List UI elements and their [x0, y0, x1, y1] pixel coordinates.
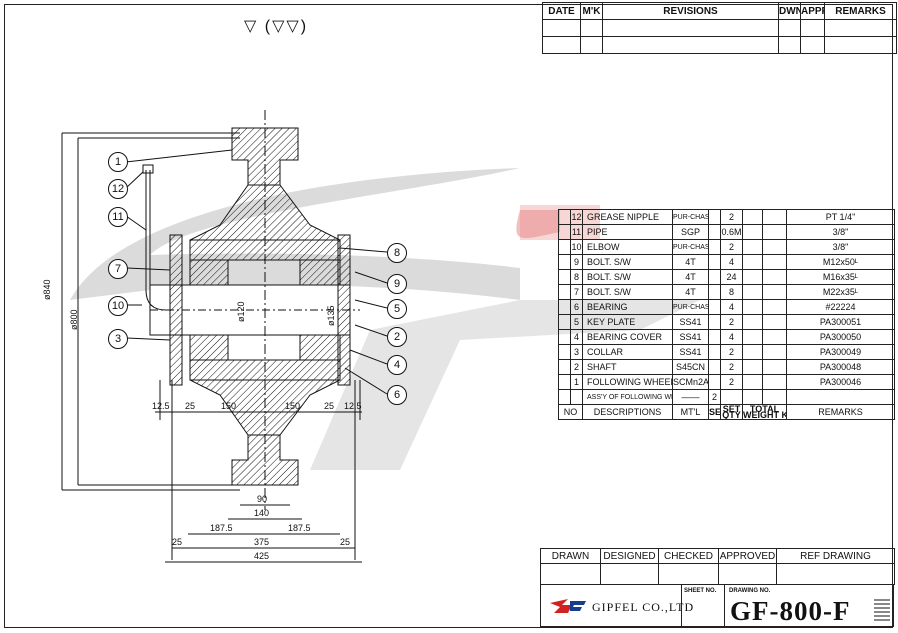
- dim-phi840: ø840: [42, 279, 52, 300]
- company-logo-icon: [550, 599, 586, 613]
- sheet-no-box: [681, 585, 725, 627]
- company-name: GIPFEL CO.,LTD: [592, 600, 695, 614]
- dim-187-5-left: 187.5: [210, 523, 233, 533]
- dim-375: 375: [254, 537, 270, 547]
- dim-phi120: ø120: [236, 301, 246, 322]
- revisions-table: DATE M'K REVISIONS DWN APPR REMARKS: [542, 2, 897, 54]
- dim-150-right: 150: [285, 401, 301, 411]
- callout-1: 1: [108, 152, 128, 172]
- dim-25-right: 25: [324, 401, 335, 411]
- bom-assy-row: ASS'Y OF FOLLOWING WHEEL ——2: [558, 389, 895, 405]
- callout-9: 9: [387, 274, 407, 294]
- dim-140: 140: [254, 508, 270, 518]
- callout-8: 8: [387, 243, 407, 263]
- drawing-number: GF-800-F: [730, 596, 851, 626]
- callout-5: 5: [387, 299, 407, 319]
- revisions-row: [542, 19, 897, 37]
- sheet-no-label: SHEET NO.: [684, 588, 717, 594]
- drawing-no-label: DRAWING NO.: [729, 588, 771, 594]
- dim-25-bottom-right: 25: [340, 537, 351, 547]
- dim-150-left: 150: [221, 401, 237, 411]
- dim-phi800: ø800: [69, 309, 79, 330]
- dim-12-5-left: 12.5: [152, 401, 170, 411]
- callout-10: 10: [108, 296, 128, 316]
- surface-symbol: ▽ (▽▽): [244, 18, 309, 35]
- dim-425: 425: [254, 551, 270, 561]
- dim-phi135: ø135: [326, 305, 336, 326]
- revisions-row: [542, 36, 897, 54]
- callout-11: 11: [108, 207, 128, 227]
- title-sign-row: [540, 563, 895, 585]
- title-header-row: DRAWN DESIGNED CHECKED APPROVED REF DRAW…: [540, 548, 895, 564]
- dim-187-5-right: 187.5: [288, 523, 311, 533]
- title-block: DRAWN DESIGNED CHECKED APPROVED REF DRAW…: [540, 548, 895, 585]
- callout-4: 4: [387, 355, 407, 375]
- dim-12-5-right: 12.5: [344, 401, 362, 411]
- title-lower: [540, 585, 894, 627]
- dim-90: 90: [257, 494, 268, 504]
- callout-3: 3: [108, 329, 128, 349]
- callout-7: 7: [108, 259, 128, 279]
- callout-2: 2: [387, 327, 407, 347]
- dim-25-bottom-left: 25: [172, 537, 183, 547]
- dim-25-left: 25: [185, 401, 196, 411]
- revisions-header-row: DATE M'K REVISIONS DWN APPR REMARKS: [542, 2, 897, 20]
- callout-12: 12: [108, 179, 128, 199]
- callout-6: 6: [387, 385, 407, 405]
- corner-stamp-icon: [874, 599, 890, 621]
